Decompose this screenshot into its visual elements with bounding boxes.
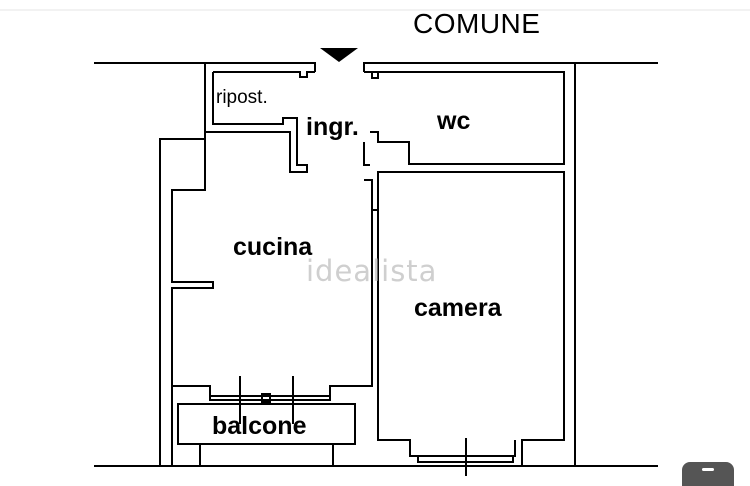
wall-wc <box>364 71 565 165</box>
floor-plan: COMUNE ripost. ingr. wc cucina camera ba… <box>0 8 750 476</box>
wall-camera-right <box>371 171 565 466</box>
label-wc: wc <box>437 107 471 135</box>
balcone-outline <box>177 403 356 445</box>
watermark: idealista <box>306 254 438 288</box>
label-balcone: balcone <box>212 412 307 440</box>
minimize-icon <box>702 468 714 471</box>
label-comune: COMUNE <box>413 8 541 39</box>
wall-cucina-bottom <box>172 179 373 397</box>
floor-plan-walls <box>0 9 750 476</box>
wall-top-right <box>363 62 658 72</box>
wall-cucina-left <box>171 117 308 466</box>
wall-ripost-top <box>213 71 315 78</box>
label-cucina: cucina <box>233 233 313 261</box>
wall-wc-jamb <box>371 72 379 79</box>
wall-ingr-stub <box>363 142 370 166</box>
label-camera: camera <box>414 294 502 322</box>
wall-camera-left <box>377 210 516 457</box>
wall-top-left <box>94 62 316 72</box>
wall-left-outer <box>159 63 206 466</box>
wall-ripost-inner <box>212 72 290 125</box>
label-ripostiglio: ripost. <box>216 87 268 108</box>
window-frame <box>261 393 271 403</box>
minimize-button[interactable] <box>682 462 734 486</box>
arrow-down-icon <box>320 48 358 62</box>
label-ingresso: ingr. <box>306 113 359 141</box>
